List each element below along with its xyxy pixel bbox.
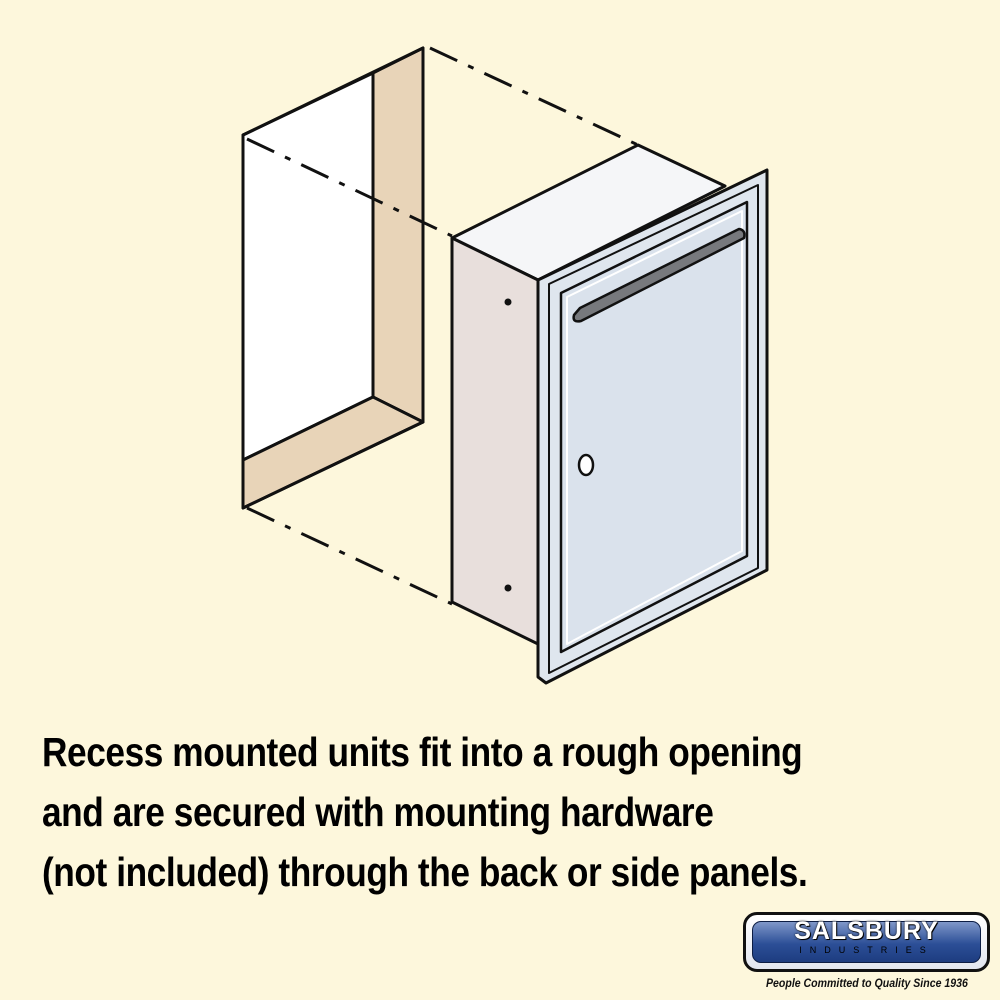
caption-text: Recess mounted units fit into a rough op… (42, 722, 850, 902)
caption-line-1: Recess mounted units fit into a rough op… (42, 729, 803, 775)
logo-name: SALSBURY (794, 917, 939, 945)
rough-opening (241, 46, 425, 510)
logo-badge (752, 921, 981, 963)
mounting-hole-bottom (504, 584, 512, 592)
logo-tagline: People Committed to Quality Since 1936 (766, 976, 968, 990)
lock-icon (577, 453, 595, 477)
mounting-hole-top (504, 298, 512, 306)
projection-lines (246, 46, 639, 606)
recess-mount-illustration (241, 46, 769, 685)
salsbury-logo: SALSBURY INDUSTRIES (743, 912, 990, 972)
caption-line-3: (not included) through the back or side … (42, 849, 808, 895)
caption-line-2: and are secured with mounting hardware (42, 789, 714, 835)
mailbox-door (559, 200, 749, 654)
mail-slot (572, 227, 746, 323)
logo-subtitle: INDUSTRIES (799, 945, 934, 955)
mailbox-side-panel (450, 236, 540, 646)
mailbox-unit (450, 143, 769, 685)
